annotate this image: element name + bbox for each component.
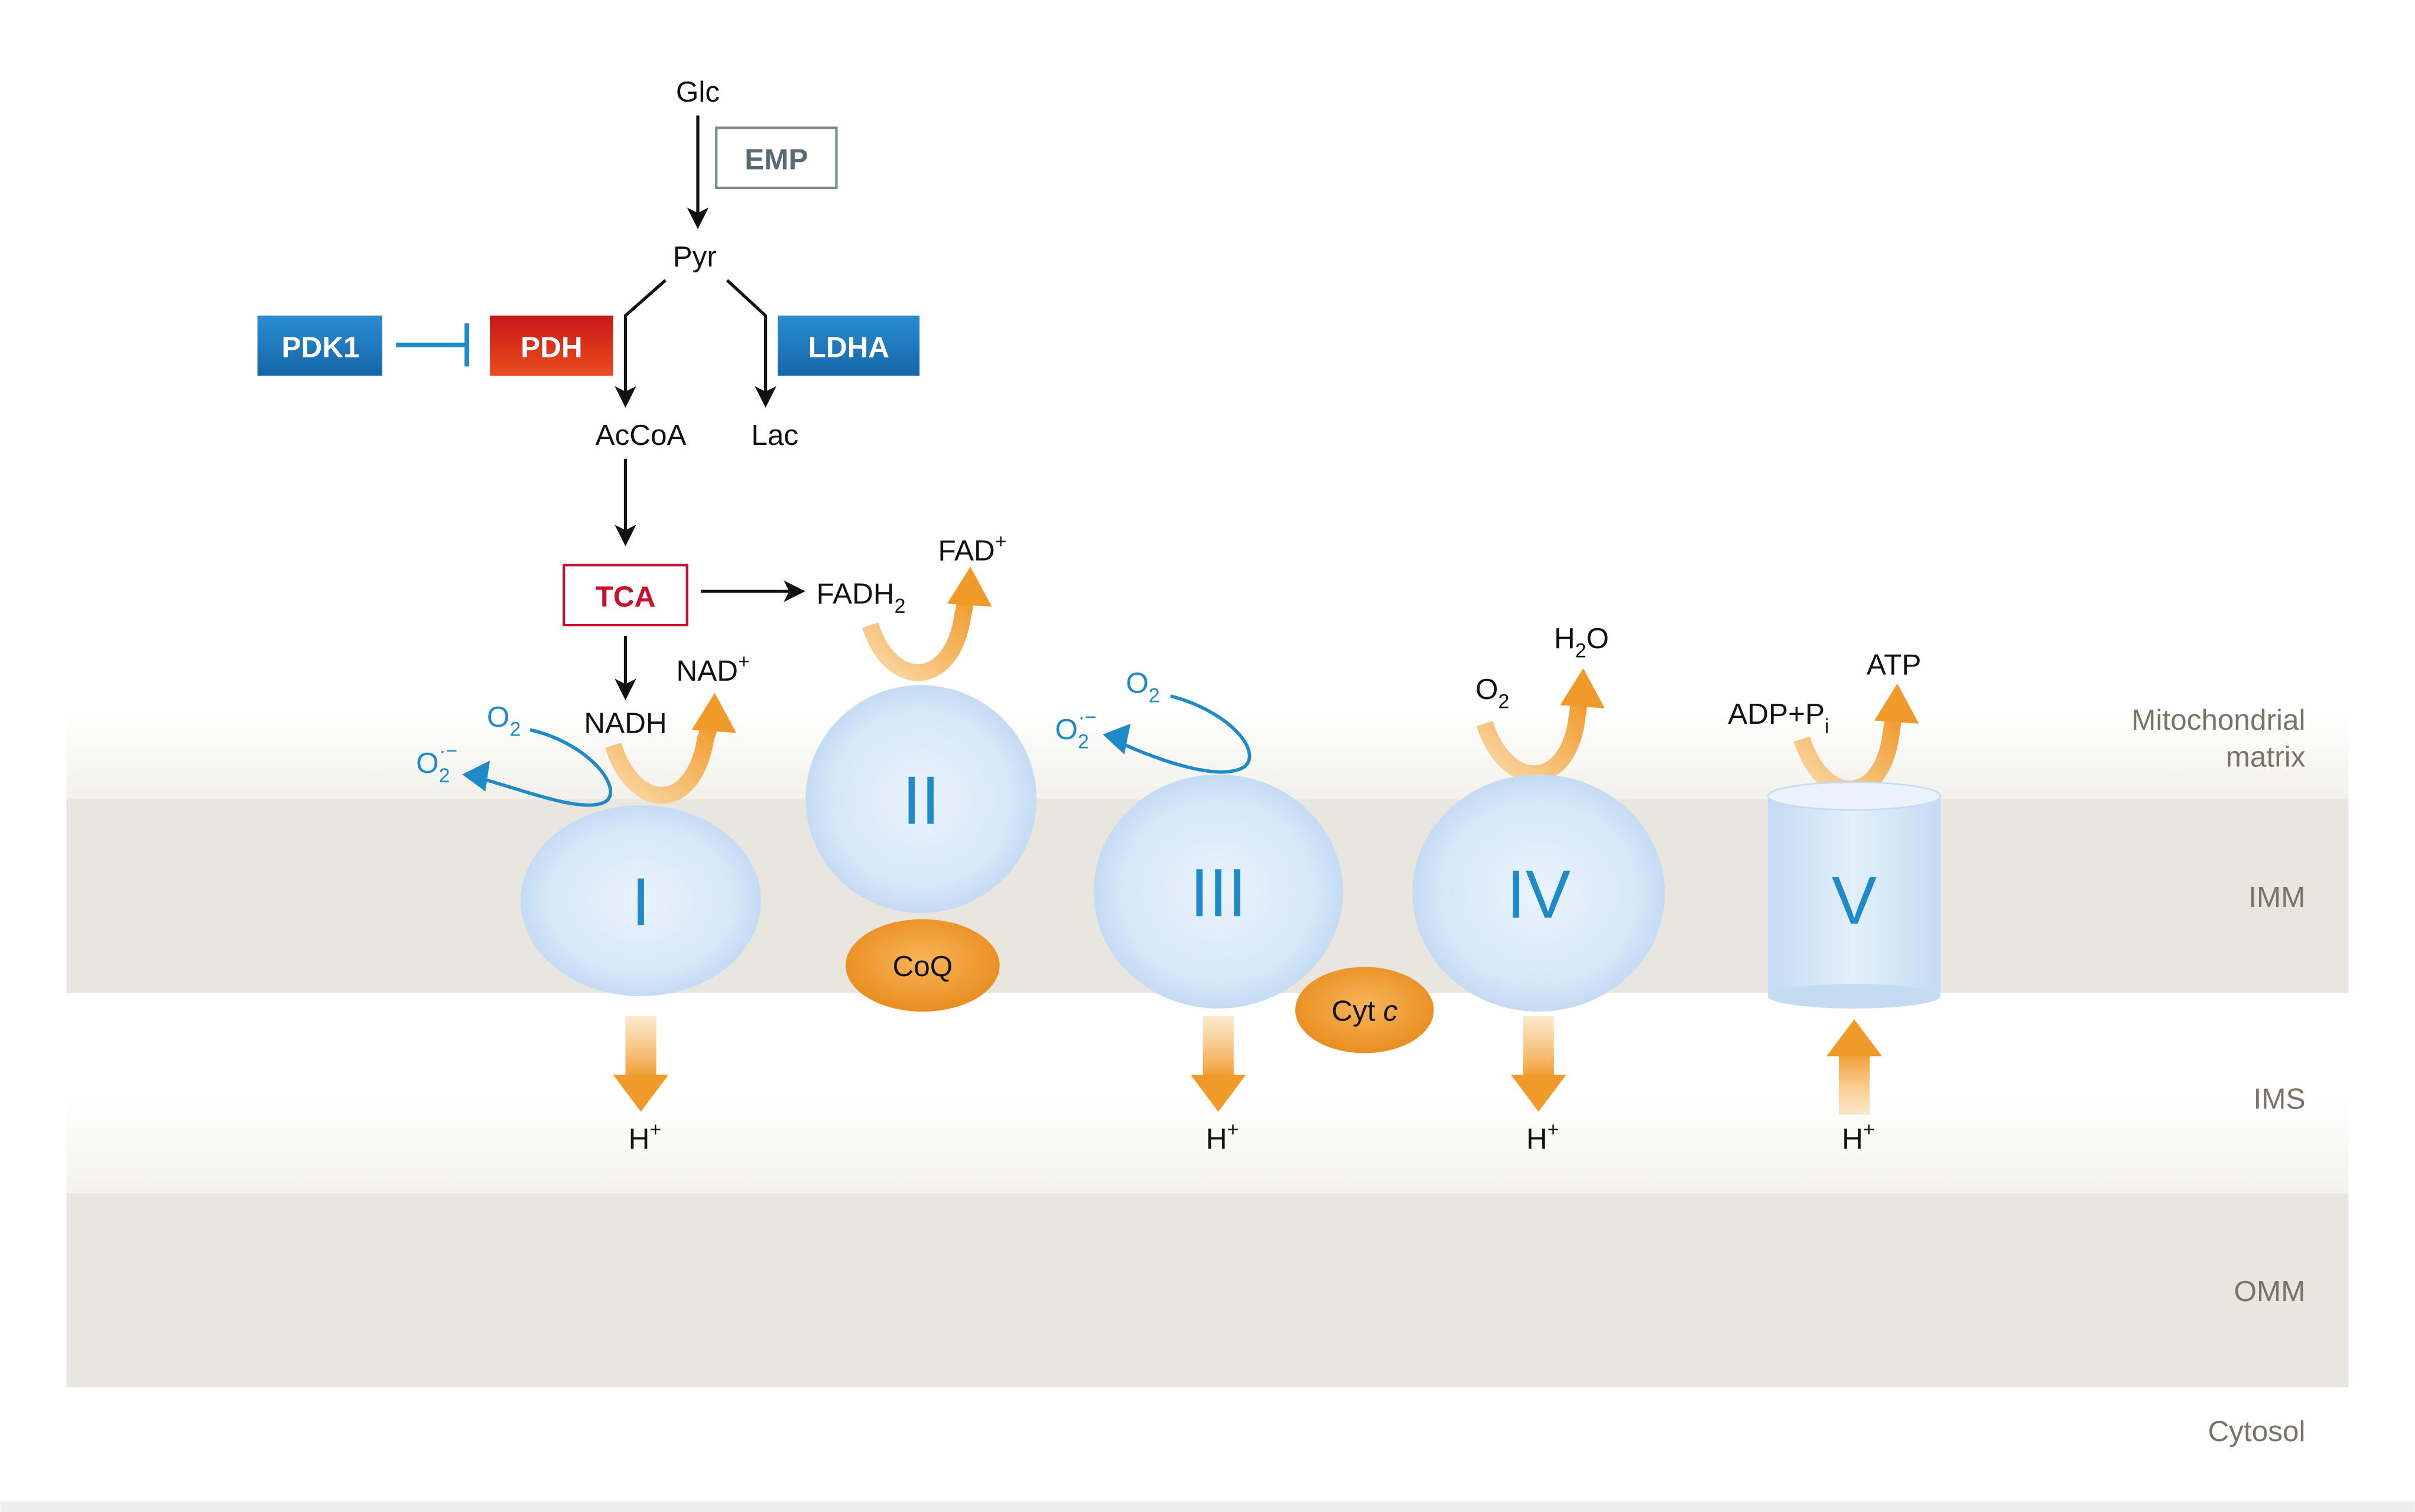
region-label-cytosol: Cytosol [2208,1415,2305,1448]
cytochrome-c [1295,967,1434,1053]
complex-iii-o2-label: O2 [1126,667,1159,707]
fadh2-label: FADH2 [817,578,906,618]
emp-box [715,126,838,190]
complex-v-bottom [1768,984,1941,1009]
region-label-imm: IMM [2248,881,2305,913]
region-label-matrix-line1: Mitochondrial [2131,704,2305,736]
complex-ii-label: II [902,763,940,838]
pdk1-box [257,316,382,376]
outer-membrane-band [66,1193,2349,1387]
complex-ii-fadh-curl [862,592,976,681]
complex-v-proton-label: H+ [1842,1118,1875,1155]
complex-i [521,805,761,997]
region-label-ims: IMS [2253,1082,2305,1115]
complex-i-curl-head [691,692,737,733]
coenzyme-q [846,919,1000,1012]
pdh-label: PDH [521,331,583,364]
complex-iii [1093,774,1343,1009]
lactate-label: Lac [751,419,798,451]
complex-iii-label: III [1190,856,1247,931]
complex-i-nadh-curl [604,718,720,804]
ldha-box [778,316,920,376]
complex-iv-proton-label: H+ [1526,1118,1559,1155]
complex-iii-proton-arrow [1190,1016,1246,1112]
region-label-matrix-line2: matrix [2226,741,2306,773]
complex-v-label: V [1832,863,1877,939]
bottom-rule [0,1501,2415,1512]
complex-ii [805,685,1037,913]
complex-iv-o2-label: O2 [1475,673,1509,713]
complex-iii-ros-head [1103,723,1131,755]
complex-i-o2-label: O2 [487,701,521,741]
complex-iv-proton-arrow [1510,1016,1566,1112]
complex-iii-ros-arrow [1111,694,1252,774]
complex-v [1768,796,1941,997]
nad-plus-label: NAD+ [676,651,749,687]
complex-ii-curl-head [947,566,992,607]
complex-i-superoxide-label: O2·− [416,740,457,787]
water-label: H2O [1554,622,1609,662]
complex-iv-label: IV [1507,857,1571,932]
tca-box [563,564,688,627]
atp-label: ATP [1867,648,1922,681]
complex-iv-o2-curl [1476,694,1589,782]
complex-v-curl-head [1874,684,1919,724]
complex-iv-curl-head [1560,668,1605,708]
nadh-label: NADH [584,707,667,739]
acetyl-coa-label: AcCoA [595,419,686,451]
pdk1-label: PDK1 [281,331,359,364]
tca-label: TCA [596,581,656,613]
region-label-omm: OMM [2234,1275,2306,1308]
ldha-label: LDHA [808,331,889,364]
complex-v-top [1767,781,1942,811]
complex-i-ros-head [462,760,490,792]
complex-iv [1412,774,1665,1012]
complex-i-proton-label: H+ [629,1118,662,1155]
coq-label: CoQ [893,950,953,983]
complex-iii-superoxide-label: O2·− [1055,706,1097,753]
pyr-to-accoa-arrow [615,279,667,408]
complex-iii-proton-label: H+ [1206,1118,1239,1155]
complex-i-proton-arrow [613,1016,669,1112]
glucose-label: Glc [676,76,720,108]
complex-i-ros-arrow [471,728,612,807]
fad-plus-label: FAD+ [938,531,1006,567]
pyr-to-lac-arrow [726,279,776,408]
adp-pi-label: ADP+Pi [1728,698,1829,738]
complex-i-label: I [632,864,651,940]
pdh-box [490,316,613,376]
emp-label: EMP [745,144,808,176]
complex-v-proton-arrow [1826,1019,1882,1115]
pyruvate-label: Pyr [673,240,717,273]
